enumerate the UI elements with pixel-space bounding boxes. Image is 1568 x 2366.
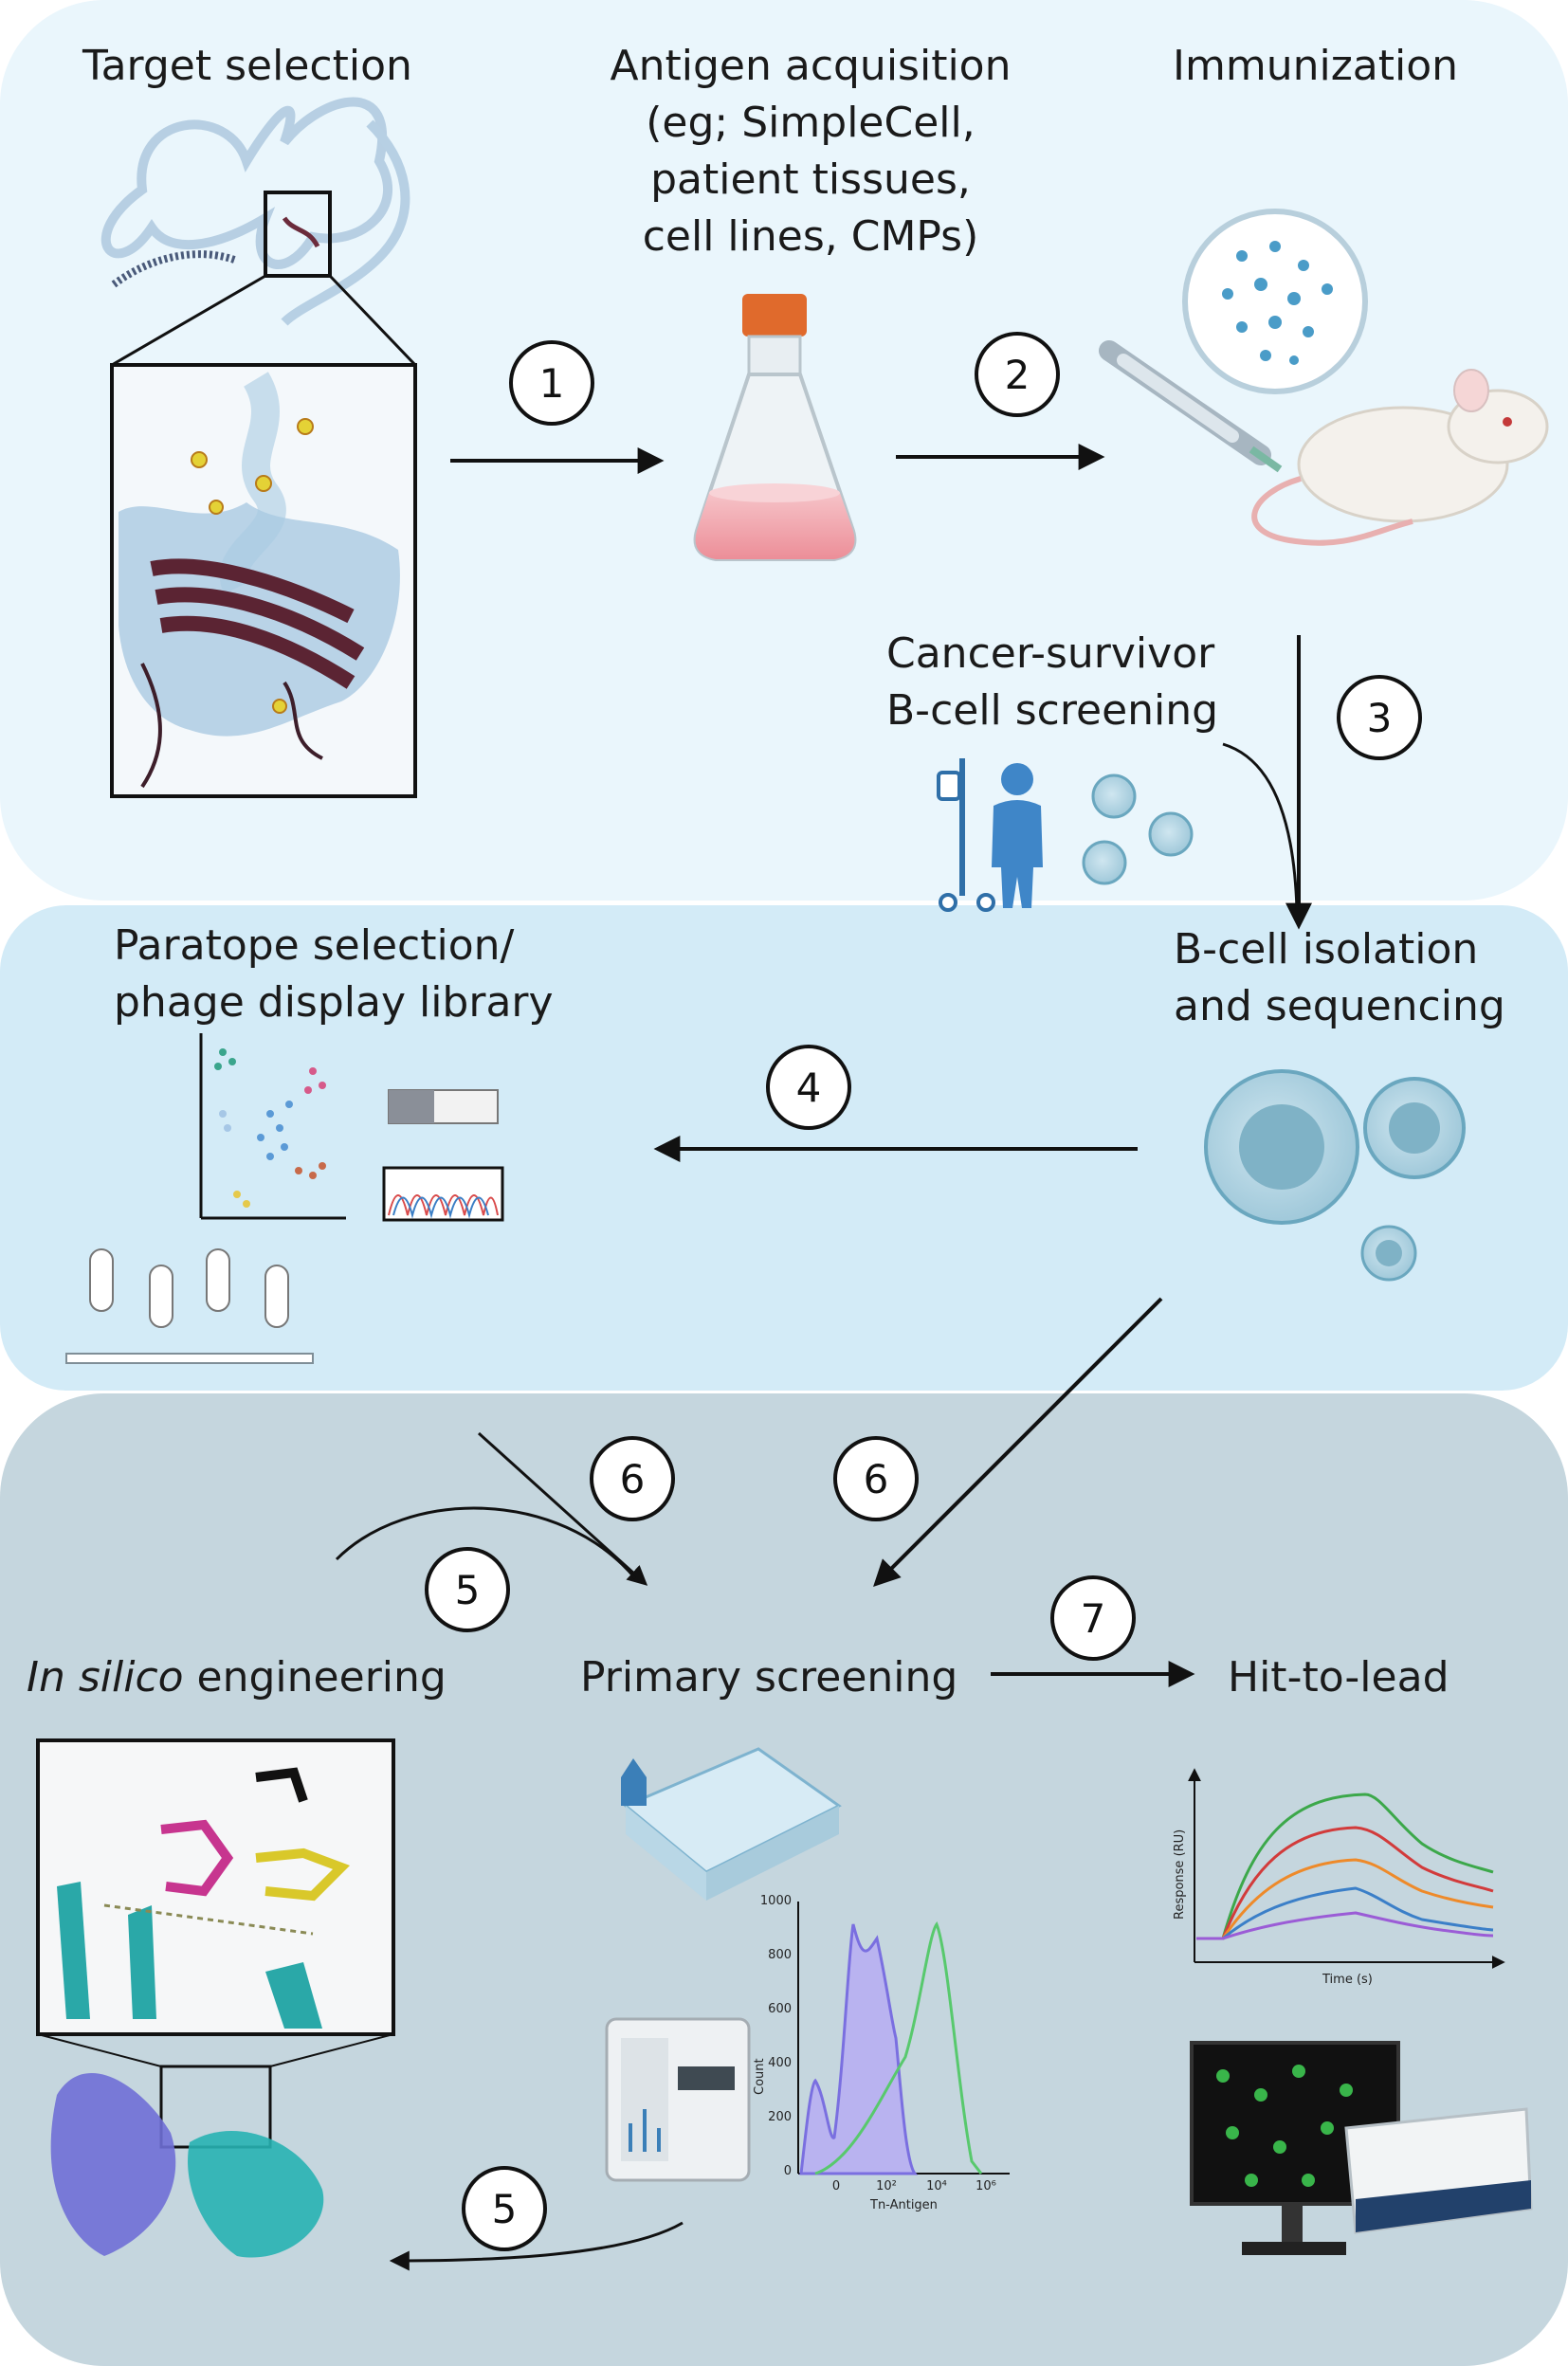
svg-text:5: 5 [492, 2186, 518, 2232]
flow-ytick: 1000 [760, 1894, 792, 1908]
bcell-line-1: B-cell isolation [1174, 925, 1479, 974]
zoom-box [264, 191, 332, 278]
label-cancer-survivor: Cancer-survivor B-cell screening [886, 626, 1218, 739]
label-hit-to-lead: Hit-to-lead [1228, 1653, 1449, 1702]
patient-iv-icon [937, 758, 1043, 912]
flow-xtick: 0 [832, 2179, 840, 2193]
arrow-survivor-merge [1222, 742, 1299, 911]
arrow-step-5-bottom [389, 2221, 684, 2271]
svg-text:7: 7 [1081, 1595, 1106, 1642]
chromatogram-icon [382, 1166, 504, 1222]
step-circle-6-left: 6 [590, 1436, 675, 1521]
label-primary-screening: Primary screening [580, 1653, 958, 1702]
protein-structure-image [100, 97, 417, 798]
spr-sensorgram [1188, 1768, 1505, 1969]
arrow-step-6-right [873, 1297, 1163, 1587]
flow-xlabel: Tn-Antigen [869, 2198, 938, 2212]
flow-cytometer-icon [605, 2017, 751, 2182]
in-silico-italic: In silico [27, 1653, 184, 1702]
antigen-line-2: (eg; SimpleCell, [646, 99, 975, 147]
svg-text:2: 2 [1005, 352, 1030, 398]
bcell-cluster-icon [1204, 1069, 1466, 1282]
step-circle-7: 7 [1050, 1575, 1136, 1661]
svg-text:5: 5 [455, 1567, 481, 1613]
label-immunization: Immunization [1173, 42, 1459, 90]
flow-ytick: 800 [768, 1948, 792, 1962]
panel-bottom [0, 1393, 1568, 2366]
flow-xtick: 10² [876, 2179, 897, 2193]
mouse-icon [1251, 369, 1549, 546]
svg-text:4: 4 [796, 1065, 822, 1111]
step-circle-2: 2 [975, 332, 1060, 417]
label-bcell-isolation: B-cell isolation and sequencing [1174, 921, 1505, 1035]
label-paratope: Paratope selection/ phage display librar… [114, 918, 554, 1031]
well-plate-icon [621, 1747, 842, 1901]
flow-ytick: 200 [768, 2110, 792, 2124]
survivor-line-2: B-cell screening [886, 686, 1219, 735]
antigen-line-1: Antigen acquisition [610, 42, 1012, 90]
label-in-silico: In silico engineering [27, 1649, 447, 1706]
svg-text:6: 6 [864, 1456, 889, 1502]
paratope-line-2: phage display library [114, 978, 554, 1027]
flask-icon [693, 294, 857, 561]
antigen-line-3: patient tissues, [650, 155, 971, 204]
flow-ytick: 400 [768, 2056, 792, 2070]
bcell-small-group-icon [1082, 774, 1194, 885]
step-circle-5-bottom: 5 [462, 2166, 547, 2251]
flow-ytick: 600 [768, 2002, 792, 2016]
plate-strip-icon [388, 1089, 499, 1124]
label-antigen-acquisition: Antigen acquisition (eg; SimpleCell, pat… [578, 38, 1043, 265]
flow-ylabel: Count [753, 2058, 767, 2095]
svg-text:6: 6 [620, 1456, 646, 1502]
paratope-line-1: Paratope selection/ [114, 921, 515, 970]
svg-text:1: 1 [539, 360, 565, 407]
bcell-line-2: and sequencing [1174, 982, 1505, 1030]
imaging-system-icon [1190, 2041, 1533, 2255]
step-circle-6-right: 6 [833, 1436, 919, 1521]
arrow-step-5-top [335, 1506, 637, 1579]
in-silico-rest: engineering [183, 1653, 447, 1702]
flow-histogram [797, 1902, 1010, 2175]
label-target-selection: Target selection [82, 42, 412, 90]
docking-structure-image [36, 1738, 395, 2258]
step-circle-4: 4 [766, 1045, 851, 1130]
spr-xlabel: Time (s) [1322, 1973, 1373, 1987]
flow-ytick: 0 [784, 2164, 792, 2178]
flow-xtick: 10⁶ [975, 2179, 996, 2193]
step-circle-5-top: 5 [425, 1547, 510, 1632]
antigen-line-4: cell lines, CMPs) [642, 212, 979, 261]
spr-ylabel: Response (RU) [1173, 1829, 1187, 1920]
step-circle-1: 1 [509, 340, 594, 426]
flow-xtick: 10⁴ [926, 2179, 947, 2193]
survivor-line-1: Cancer-survivor [886, 629, 1215, 678]
magnifier-bubble-icon [1182, 209, 1368, 394]
syringe-icon [1099, 340, 1283, 473]
phage-library-icon [65, 1248, 314, 1364]
svg-text:3: 3 [1367, 695, 1393, 741]
step-circle-3: 3 [1337, 675, 1422, 760]
umap-plot-icon [199, 1033, 346, 1220]
